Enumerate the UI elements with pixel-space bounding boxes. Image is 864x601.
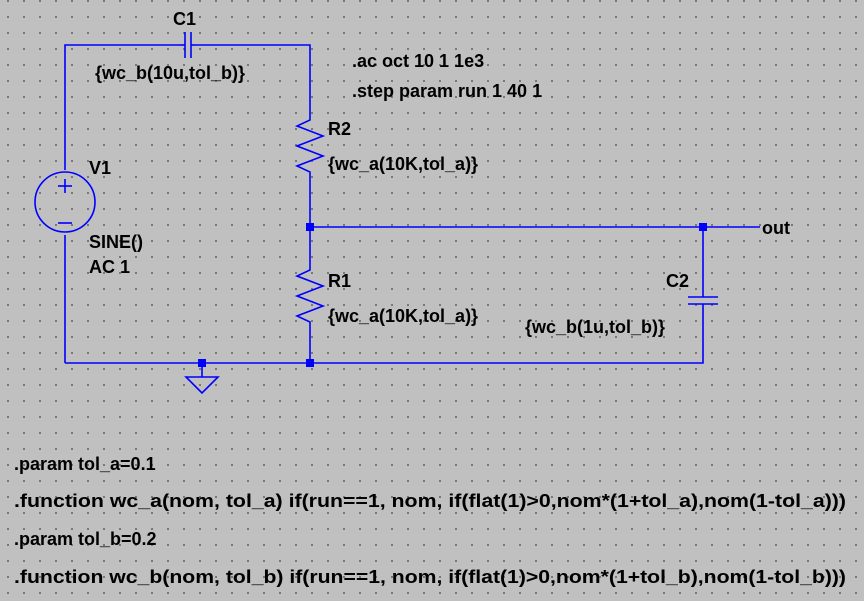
voltage-source-v1[interactable] [34, 171, 96, 233]
junction-ground[interactable] [198, 359, 206, 367]
ground-icon[interactable] [184, 376, 220, 395]
wires [64, 44, 760, 377]
wire-c2-to-ground-rail[interactable] [65, 304, 704, 364]
junctions [198, 223, 707, 367]
directive-function-wc-a[interactable]: .function wc_a(nom, tol_a) if(run==1, no… [14, 491, 846, 511]
junction-out-node[interactable] [699, 223, 707, 231]
wire-c1-left-to-v1[interactable] [64, 44, 180, 170]
directive-ac[interactable]: .ac oct 10 1 1e3 [352, 51, 484, 71]
resistor-r1[interactable] [294, 265, 326, 330]
r2-ref-label[interactable]: R2 [328, 119, 351, 139]
c1-ref-label[interactable]: C1 [173, 9, 196, 29]
c2-value-label[interactable]: {wc_b(1u,tol_b)} [525, 317, 665, 337]
directive-param-tol-b[interactable]: .param tol_b=0.2 [14, 529, 157, 549]
r2-value-label[interactable]: {wc_a(10K,tol_a)} [328, 154, 478, 174]
wire-c1-right-to-r2[interactable] [195, 44, 311, 115]
v1-value-label[interactable]: SINE() [89, 232, 143, 252]
r1-value-label[interactable]: {wc_a(10K,tol_a)} [328, 306, 478, 326]
net-label-out[interactable]: out [762, 218, 790, 238]
r1-ref-label[interactable]: R1 [328, 271, 351, 291]
v1-ref-label[interactable]: V1 [89, 158, 111, 178]
junction-mid-node[interactable] [306, 223, 314, 231]
capacitor-c2[interactable] [688, 296, 718, 305]
directive-step[interactable]: .step param run 1 40 1 [352, 81, 542, 101]
junction-ground-r1[interactable] [306, 359, 314, 367]
c2-ref-label[interactable]: C2 [666, 271, 689, 291]
directive-param-tol-a[interactable]: .param tol_a=0.1 [14, 454, 156, 474]
directive-function-wc-b[interactable]: .function wc_b(nom, tol_b) if(run==1, no… [14, 567, 846, 587]
capacitor-c1[interactable] [180, 32, 195, 58]
v1-ac-label[interactable]: AC 1 [89, 257, 130, 277]
resistor-r2[interactable] [294, 115, 326, 180]
c1-value-label[interactable]: {wc_b(10u,tol_b)} [95, 63, 245, 83]
